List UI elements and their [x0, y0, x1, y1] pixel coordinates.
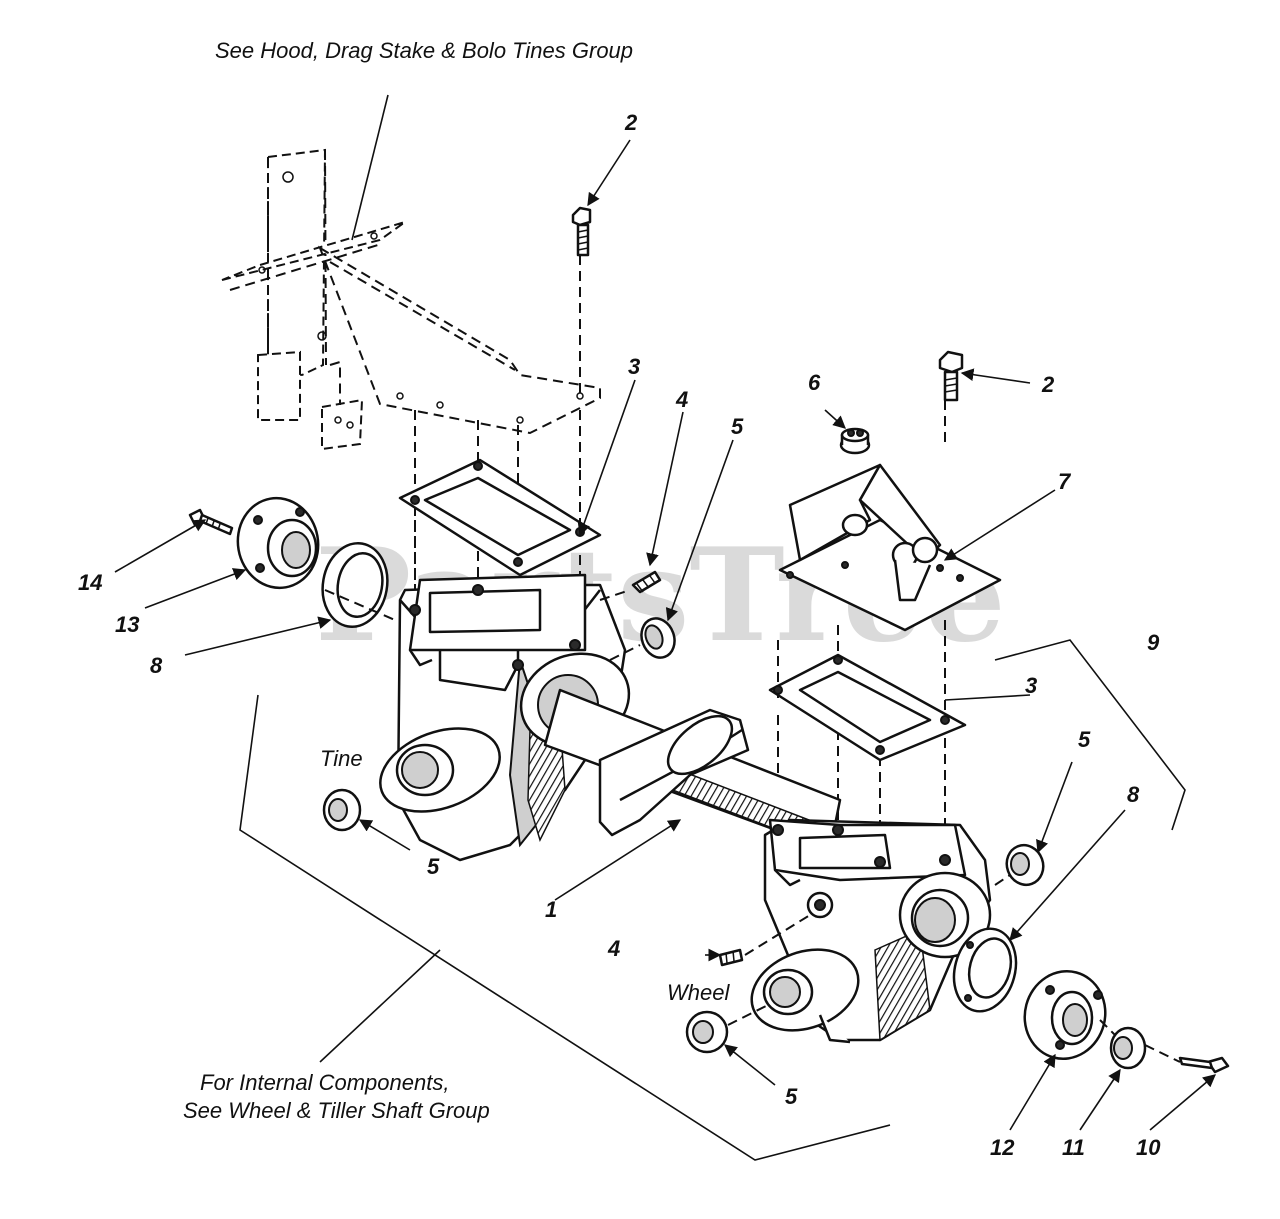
callout-12: 12 — [990, 1135, 1015, 1160]
callout-11: 11 — [1062, 1135, 1085, 1160]
leader-lines — [114, 139, 1216, 1131]
callout-7: 7 — [1058, 469, 1072, 494]
hood-note-leader — [351, 94, 389, 241]
callout-3-upper: 3 — [628, 354, 640, 379]
wheel-label: Wheel — [667, 980, 730, 1005]
assembly-lines — [324, 589, 1181, 1063]
callout-9: 9 — [1147, 630, 1160, 655]
bearing-a — [640, 617, 676, 659]
callout-13: 13 — [115, 612, 139, 637]
group-brackets — [239, 639, 1186, 1161]
hub-left — [236, 496, 320, 590]
axle-tube — [543, 688, 842, 852]
callout-8-left: 8 — [150, 653, 163, 678]
fitting-upper — [631, 570, 662, 594]
alignment-lines — [414, 255, 946, 862]
seal-right — [952, 927, 1018, 1013]
gasket-right — [768, 653, 967, 762]
vent-plug — [839, 427, 871, 455]
seal-left — [321, 542, 389, 628]
callout-5-right: 5 — [1078, 727, 1091, 752]
bushing — [1109, 1026, 1147, 1070]
callout-1: 1 — [545, 897, 557, 922]
fitting-lower — [718, 948, 744, 967]
callout-4-lower: 4 — [607, 936, 620, 961]
callout-5-wheel: 5 — [785, 1084, 798, 1109]
cover-plate — [778, 463, 1002, 632]
internal-components-note-line2: See Wheel & Tiller Shaft Group — [183, 1098, 490, 1123]
right-gear-case — [750, 818, 992, 1044]
callout-14: 14 — [78, 570, 102, 595]
callout-5-tine: 5 — [427, 854, 440, 879]
bearing-d — [685, 1010, 729, 1054]
callout-10: 10 — [1136, 1135, 1161, 1160]
screw-right — [1178, 1056, 1230, 1074]
bolt-top — [571, 206, 592, 257]
hood-group-note: See Hood, Drag Stake & Bolo Tines Group — [215, 38, 633, 63]
hub-right — [1023, 970, 1107, 1060]
callout-5-upper: 5 — [731, 414, 744, 439]
callout-4-upper: 4 — [675, 387, 688, 412]
internal-components-note-line1: For Internal Components, — [200, 1070, 449, 1095]
screw-left — [188, 508, 234, 536]
callout-2-right: 2 — [1041, 372, 1055, 397]
hood-bracket-reference — [221, 148, 601, 451]
callout-8-right: 8 — [1127, 782, 1140, 807]
callout-3-lower: 3 — [1025, 673, 1037, 698]
bearing-b — [322, 788, 362, 832]
tine-label: Tine — [320, 746, 363, 771]
bearing-c — [1005, 843, 1045, 887]
callout-6: 6 — [808, 370, 821, 395]
callout-2-top: 2 — [624, 110, 638, 135]
bolt-right — [938, 350, 964, 402]
